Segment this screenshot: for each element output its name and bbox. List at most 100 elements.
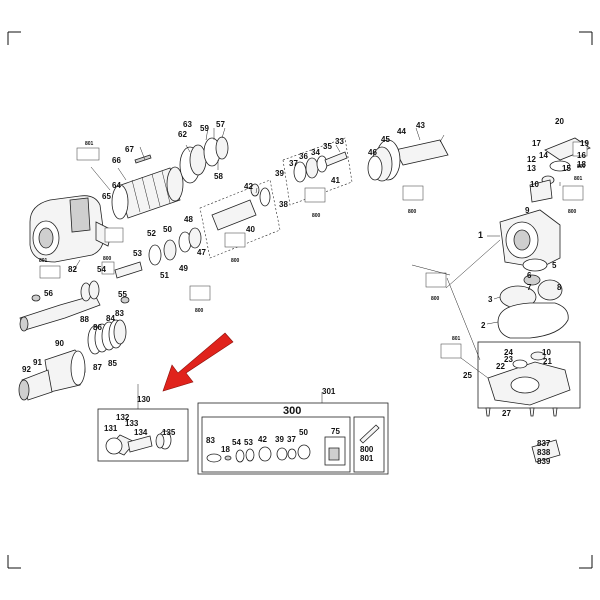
part-label-15: 15 [562,164,571,173]
spring-stack [87,319,127,355]
gear-parts [499,258,563,309]
part-label-18: 18 [577,160,586,169]
front-housing-82 [29,195,113,263]
part-label-58: 58 [214,172,223,181]
o-ring-2 [497,302,569,339]
part-label-50: 50 [163,225,172,234]
part-label-19: 19 [580,139,589,148]
part-label-63: 63 [183,120,192,129]
part-label-6: 6 [527,271,532,280]
part-label-39: 39 [275,169,284,178]
grease-tube-icon [425,272,447,288]
part-label-801: 801 [360,454,374,463]
grease-tag-labels: 801 801 800 800 800 800 800 800 800 801 … [39,141,586,342]
grease-label-801: 801 [452,336,461,342]
part-label-14: 14 [539,151,548,160]
gear-cage-64 [111,166,184,220]
grease-label-800: 800 [577,164,586,170]
grease-tags [39,141,588,359]
part-label-53: 53 [133,249,142,258]
kit-label-54: 54 [232,438,241,447]
part-label-839: 839 [537,457,551,466]
piston-tube-40 [199,179,281,259]
part-label-48: 48 [184,215,193,224]
part-label-34: 34 [311,148,320,157]
part-label-24: 24 [504,348,513,357]
tool-holder [18,349,86,401]
part-label-87: 87 [93,363,102,372]
part-label-52: 52 [147,229,156,238]
part-label-75: 75 [331,427,340,436]
part-label-9: 9 [525,206,530,215]
part-label-64: 64 [112,181,121,190]
part-label-66: 66 [112,156,121,165]
part-label-17: 17 [532,139,541,148]
grease-tube-icon [224,232,246,248]
kit-label-37: 37 [287,435,296,444]
crop-marks [7,31,593,569]
part-label-67: 67 [125,145,134,154]
part-label-130: 130 [137,395,151,404]
part-label-8: 8 [557,283,562,292]
part-label-25: 25 [463,371,472,380]
part-label-42: 42 [244,182,253,191]
part-label-131: 131 [104,424,118,433]
grease-tube-icon [304,187,326,203]
part-label-47: 47 [197,248,206,257]
part-label-82: 82 [68,265,77,274]
kit-label-39: 39 [275,435,284,444]
part-label-36: 36 [299,152,308,161]
grease-label-800: 800 [408,209,417,215]
part-label-10: 10 [530,180,539,189]
grease-label-800: 800 [231,258,240,264]
grease-tube-icon [562,185,584,201]
part-label-7: 7 [527,283,532,292]
part-label-21: 21 [543,357,552,366]
part-label-86: 86 [93,323,102,332]
part-label-44: 44 [397,127,406,136]
part-label-55: 55 [118,290,127,299]
part-label-12: 12 [527,155,536,164]
part-label-135: 135 [162,428,176,437]
part-label-56: 56 [44,289,53,298]
gearbox-cover-group [477,341,581,409]
part-label-1: 1 [478,230,483,240]
part-label-13: 13 [527,164,536,173]
part-label-5: 5 [552,261,557,270]
part-label-20: 20 [555,117,564,126]
part-label-65: 65 [102,192,111,201]
part-label-38: 38 [279,200,288,209]
part-label-33: 33 [335,137,344,146]
part-label-2: 2 [481,321,486,330]
screws-27 [485,407,558,417]
part-label-838: 838 [537,448,551,457]
grease-label-801: 801 [85,141,94,147]
part-label-83: 83 [115,309,124,318]
part-label-16: 16 [577,151,586,160]
ring-set-62 [179,136,229,184]
pin [31,294,41,302]
grease-tube-icon [572,141,588,157]
part-label-35: 35 [323,142,332,151]
grease-label-800: 800 [103,256,112,262]
clutch-parts [114,227,202,304]
part-label-92: 92 [22,365,31,374]
part-label-27: 27 [502,409,511,418]
kit-label-50: 50 [299,428,308,437]
part-label-41: 41 [331,176,340,185]
part-label-800: 800 [360,445,374,454]
part-label-22: 22 [496,362,505,371]
part-label-300: 300 [283,405,301,417]
grease-label-801: 801 [574,176,583,182]
part-label-301: 301 [322,387,336,396]
grease-tube-icon [101,261,115,275]
kit-box-301 [197,402,389,475]
part-label-133: 133 [125,419,139,428]
grease-label-800: 800 [312,213,321,219]
part-label-46: 46 [368,148,377,157]
crank-bearing-44 [367,139,449,182]
grease-tube-icon [39,265,61,279]
leader-lines [73,127,561,409]
part-label-43: 43 [416,121,425,130]
part-label-45: 45 [381,135,390,144]
